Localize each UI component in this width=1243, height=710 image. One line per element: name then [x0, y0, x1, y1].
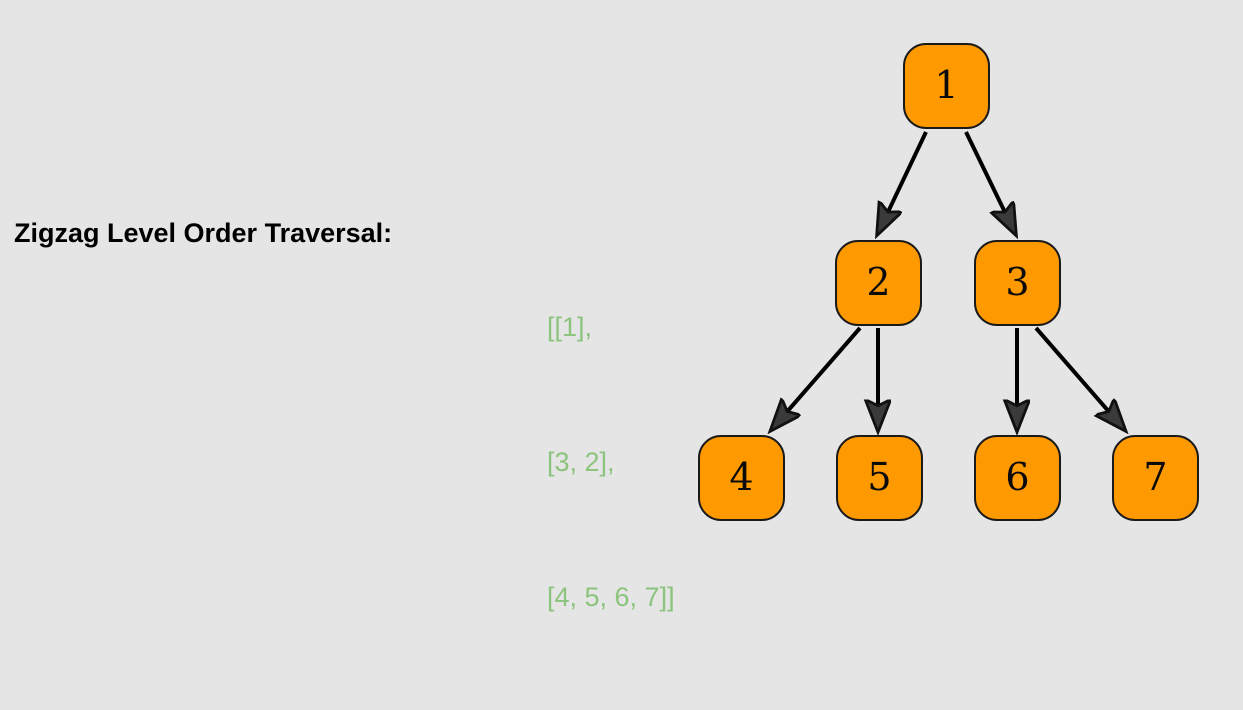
tree-node-5[interactable]: 5 — [836, 435, 923, 521]
edge-2-4 — [772, 326, 862, 429]
traversal-result-line: [4, 5, 6, 7]] — [547, 582, 675, 612]
traversal-result-line: [[1], — [547, 312, 593, 342]
tree-edges-layer — [0, 131, 1243, 576]
edge-1-3 — [964, 131, 1015, 233]
tree-node-6[interactable]: 6 — [974, 435, 1061, 521]
tree-node-label: 6 — [1005, 455, 1030, 499]
tree-node-2[interactable]: 2 — [835, 240, 922, 326]
tree-node-label: 3 — [1005, 260, 1030, 304]
traversal-result-line: [3, 2], — [547, 447, 615, 477]
traversal-label: Zigzag Level Order Traversal: — [14, 218, 393, 248]
diagram-canvas: 1 2 3 4 5 6 7 Zigzag Level Order Travers… — [0, 43, 1243, 612]
tree-node-label: 1 — [934, 63, 959, 107]
tree-node-label: 2 — [866, 260, 891, 304]
tree-node-3[interactable]: 3 — [974, 240, 1061, 326]
tree-node-label: 4 — [729, 455, 754, 499]
tree-node-7[interactable]: 7 — [1112, 435, 1199, 521]
edge-3-7 — [1034, 326, 1124, 429]
tree-node-label: 7 — [1143, 455, 1168, 499]
tree-node-label: 5 — [867, 455, 892, 499]
traversal-result: [[1], [3, 2], [4, 5, 6, 7]] — [547, 215, 675, 710]
tree-node-4[interactable]: 4 — [698, 435, 785, 521]
tree-node-1[interactable]: 1 — [903, 43, 990, 129]
edge-1-2 — [878, 131, 928, 233]
